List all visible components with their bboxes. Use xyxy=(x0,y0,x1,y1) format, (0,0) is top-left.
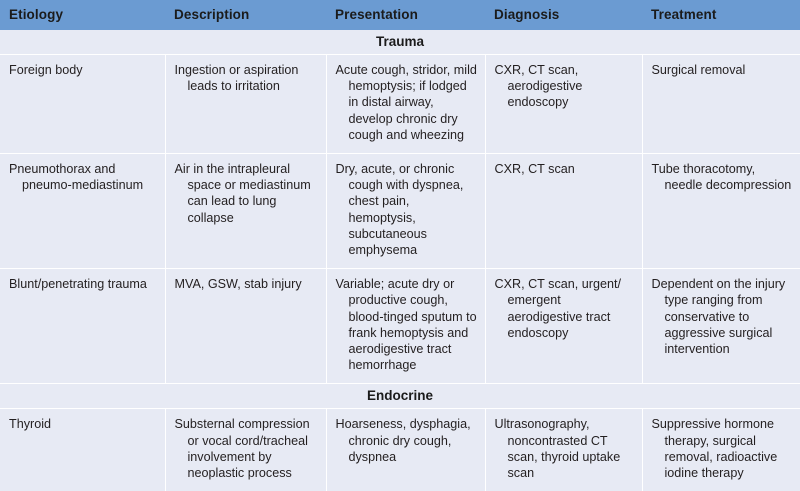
cell-text: Acute cough, stridor, mild hemoptysis; i… xyxy=(335,63,477,142)
table-row: Thyroid Substernal compression or vocal … xyxy=(0,408,800,491)
cell-diagnosis: Ultrasonography, noncontrasted CT scan, … xyxy=(485,408,643,491)
cell-presentation: Variable; acute dry or productive cough,… xyxy=(326,268,486,384)
cell-description: Air in the intrapleural space or mediast… xyxy=(165,153,327,270)
section-header-row-trauma: Trauma xyxy=(0,30,800,55)
cell-presentation: Hoarseness, dysphagia, chronic dry cough… xyxy=(326,408,486,491)
table-body: Trauma Foreign body Ingestion or aspirat… xyxy=(0,30,800,491)
column-header-etiology: Etiology xyxy=(0,0,165,30)
cell-etiology: Foreign body xyxy=(0,54,166,155)
column-header-diagnosis: Diagnosis xyxy=(485,0,642,30)
cell-text: Blunt/penetrating trauma xyxy=(9,277,147,292)
cell-presentation: Acute cough, stridor, mild hemoptysis; i… xyxy=(326,54,486,155)
cell-text: Ultrasonography, noncontrasted CT scan, … xyxy=(494,417,621,481)
cell-text: CXR, CT scan, urgent/ emergent aerodiges… xyxy=(494,277,621,340)
cell-treatment: Suppressive hormone therapy, surgical re… xyxy=(642,408,800,491)
cell-treatment: Dependent on the injury type ranging fro… xyxy=(642,268,800,384)
column-header-presentation: Presentation xyxy=(326,0,485,30)
cell-description: Ingestion or aspiration leads to irritat… xyxy=(165,54,327,155)
cell-text: Hoarseness, dysphagia, chronic dry cough… xyxy=(335,417,471,464)
cell-text: CXR, CT scan, aerodigestive endoscopy xyxy=(494,63,583,110)
header-row: Etiology Description Presentation Diagno… xyxy=(0,0,800,30)
cell-text: Dry, acute, or chronic cough with dyspne… xyxy=(335,162,464,258)
section-title-trauma: Trauma xyxy=(0,30,800,55)
cell-presentation: Dry, acute, or chronic cough with dyspne… xyxy=(326,153,486,270)
cell-description: Substernal compression or vocal cord/tra… xyxy=(165,408,327,491)
cell-text: Suppressive hormone therapy, surgical re… xyxy=(651,417,778,481)
table-header: Etiology Description Presentation Diagno… xyxy=(0,0,800,30)
cell-diagnosis: CXR, CT scan, urgent/ emergent aerodiges… xyxy=(485,268,643,384)
cell-treatment: Surgical removal xyxy=(642,54,800,155)
cell-treatment: Tube thoracotomy, needle decompression xyxy=(642,153,800,270)
section-title-endocrine: Endocrine xyxy=(0,383,800,410)
table-row: Blunt/penetrating trauma MVA, GSW, stab … xyxy=(0,268,800,384)
cell-etiology: Pneumothorax and pneumo-mediastinum xyxy=(0,153,166,270)
cell-text: Tube thoracotomy, needle decompression xyxy=(651,162,792,193)
cell-text: CXR, CT scan xyxy=(494,162,575,177)
cell-etiology: Thyroid xyxy=(0,408,166,491)
cell-text: Ingestion or aspiration leads to irritat… xyxy=(174,63,299,94)
cell-text: Air in the intrapleural space or mediast… xyxy=(174,162,311,225)
cell-text: Pneumothorax and pneumo-mediastinum xyxy=(9,162,144,193)
cell-text: Thyroid xyxy=(9,417,51,432)
section-header-row-endocrine: Endocrine xyxy=(0,383,800,410)
table-row: Foreign body Ingestion or aspiration lea… xyxy=(0,54,800,155)
cell-text: Surgical removal xyxy=(651,63,746,77)
cell-description: MVA, GSW, stab injury xyxy=(165,268,327,384)
cell-text: MVA, GSW, stab injury xyxy=(174,277,302,292)
cell-text: Variable; acute dry or productive cough,… xyxy=(335,277,477,373)
cell-text: Substernal compression or vocal cord/tra… xyxy=(174,417,310,481)
cell-diagnosis: CXR, CT scan, aerodigestive endoscopy xyxy=(485,54,643,155)
cell-text: Dependent on the injury type ranging fro… xyxy=(651,277,786,357)
column-header-description: Description xyxy=(165,0,326,30)
table-row: Pneumothorax and pneumo-mediastinum Air … xyxy=(0,153,800,270)
cell-text: Foreign body xyxy=(9,63,83,77)
cell-etiology: Blunt/penetrating trauma xyxy=(0,268,166,384)
column-header-treatment: Treatment xyxy=(642,0,800,30)
cell-diagnosis: CXR, CT scan xyxy=(485,153,643,270)
